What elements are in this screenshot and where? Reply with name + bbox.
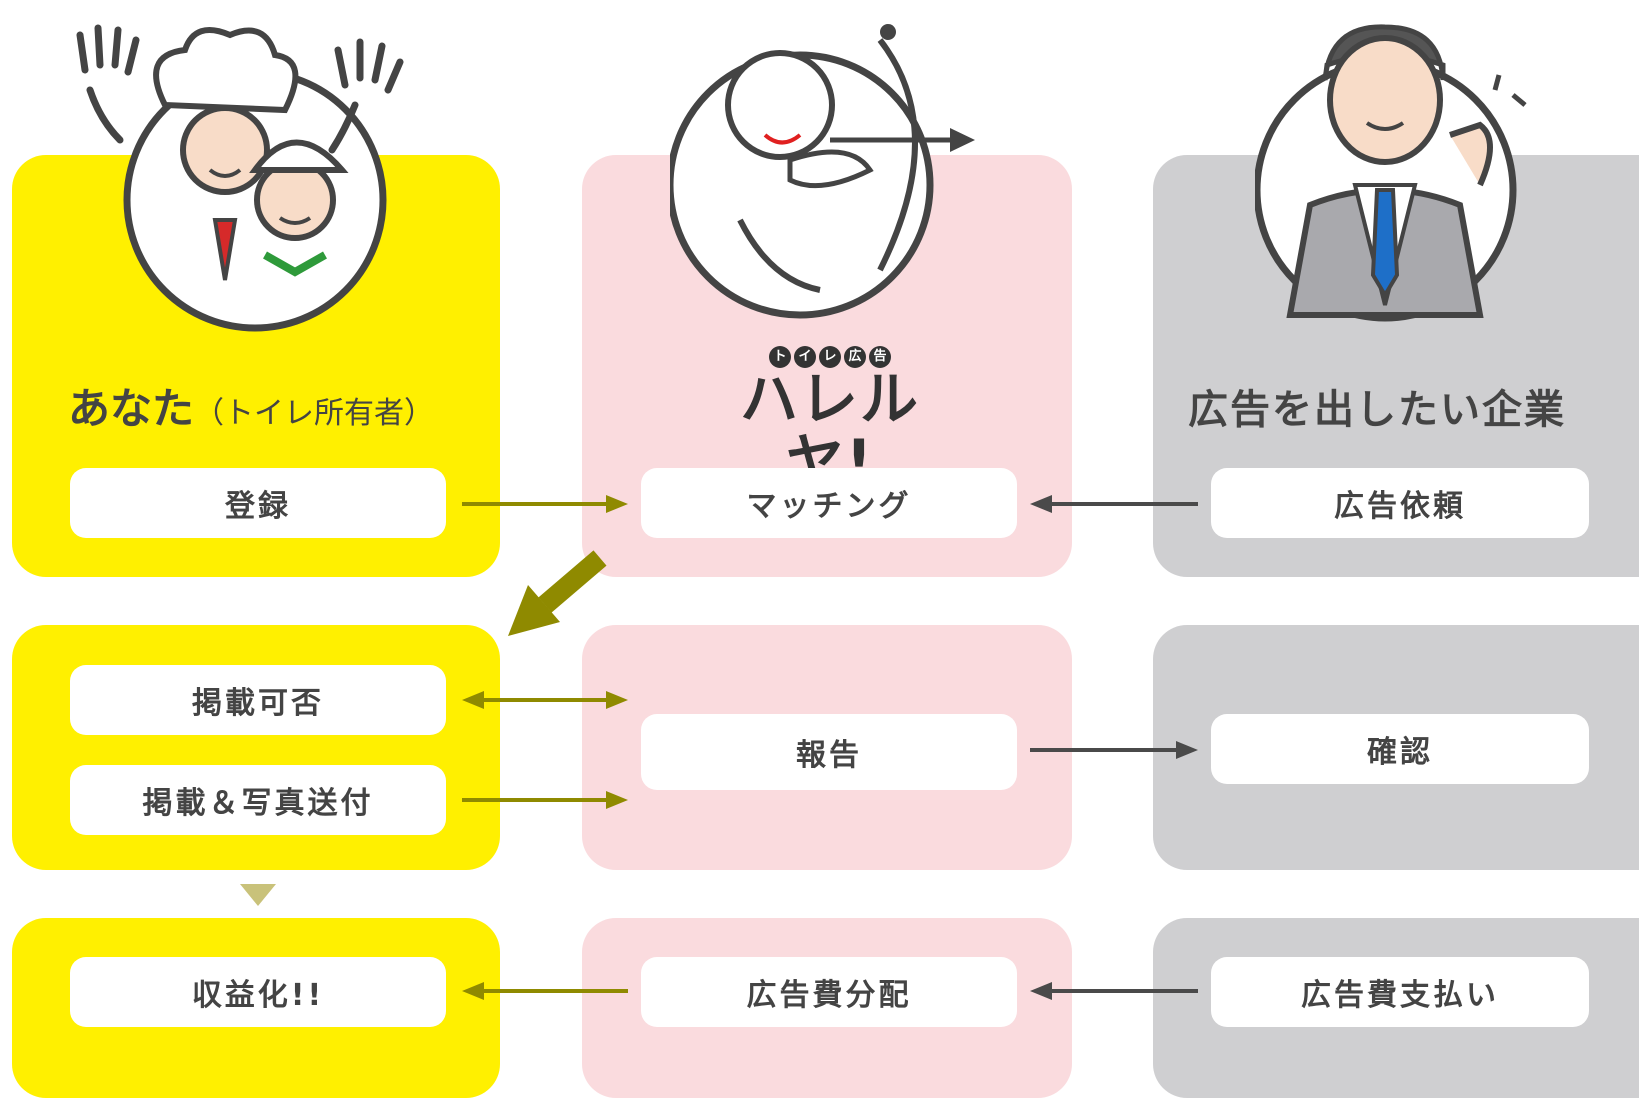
payment-box: 広告費支払い (1211, 957, 1589, 1027)
down-triangle-icon (240, 884, 276, 906)
report-box: 報告 (641, 714, 1017, 790)
owner-subtitle: （トイレ所有者） (194, 396, 435, 431)
arrow-matching-to-approval (508, 550, 607, 636)
confirm-box: 確認 (1211, 714, 1589, 784)
logo-char-2: イ (794, 346, 816, 368)
arrow-distribution-to-profit (462, 982, 628, 1000)
arrow-payment-to-distribution (1030, 982, 1198, 1000)
approval-box: 掲載可否 (70, 665, 446, 735)
owner-heading: あなた （トイレ所有者） (68, 375, 508, 436)
logo-char-3: レ (819, 346, 841, 368)
register-box: 登録 (70, 468, 446, 538)
owner-title: あなた (68, 384, 195, 433)
profit-box: 収益化!! (70, 957, 446, 1027)
arrow-approval-bidirectional (462, 691, 628, 709)
arrow-photo-to-report (462, 791, 628, 809)
matching-box: マッチング (641, 468, 1017, 538)
cupid-illustration (670, 24, 975, 319)
arrow-request-to-matching (1030, 495, 1198, 513)
businessman-illustration (1255, 24, 1527, 322)
flow-arrows (240, 495, 1198, 1000)
hallelujah-logo: ト イ レ 広 告 ハレルヤ! (700, 346, 960, 492)
photo-send-box: 掲載＆写真送付 (70, 765, 446, 835)
logo-char-1: ト (769, 346, 791, 368)
logo-char-4: 広 (844, 346, 866, 368)
chef-and-staff-illustration (76, 24, 404, 332)
logo-char-5: 告 (869, 346, 891, 368)
ad-request-box: 広告依頼 (1211, 468, 1589, 538)
company-heading: 広告を出したい企業 (1188, 387, 1566, 433)
arrow-report-to-confirm (1030, 741, 1198, 759)
logo-small-text: ト イ レ 広 告 (700, 346, 960, 368)
arrow-register-to-matching (462, 495, 628, 513)
distribution-box: 広告費分配 (641, 957, 1017, 1027)
